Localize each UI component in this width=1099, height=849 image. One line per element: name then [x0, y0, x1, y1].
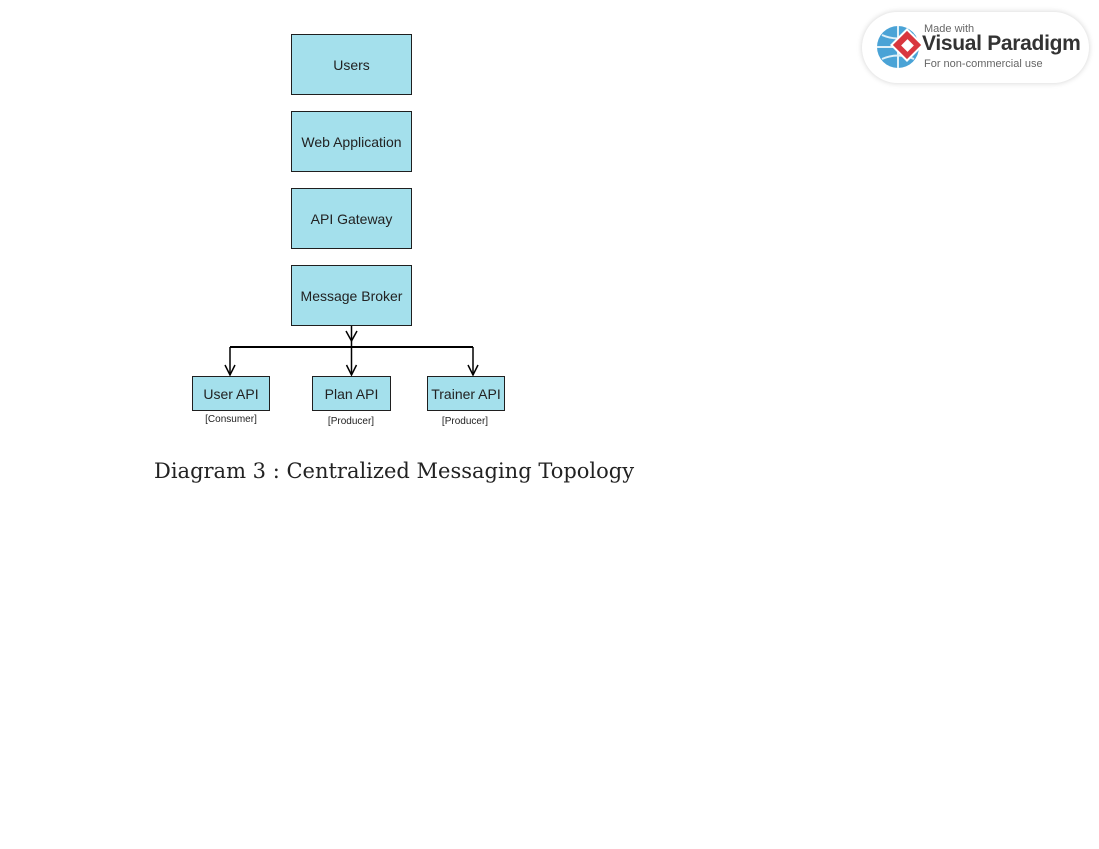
- badge-made-with: Made with: [924, 23, 975, 35]
- node-user-api-label: User API: [203, 385, 259, 402]
- arrow-head-plan-api: [345, 364, 358, 377]
- arrow-head-trainer-api: [467, 364, 479, 377]
- node-users: Users: [291, 34, 412, 95]
- node-user-api: User API: [192, 376, 270, 411]
- node-message-broker: Message Broker: [291, 265, 412, 326]
- node-trainer-api: Trainer API: [427, 376, 505, 411]
- arrow-head-user-api: [224, 364, 236, 377]
- visual-paradigm-logo-icon: [877, 26, 924, 68]
- node-web-application: Web Application: [291, 111, 412, 172]
- arrow-head-broker: [345, 330, 358, 343]
- badge-brand: Visual Paradigm: [922, 32, 1081, 55]
- node-trainer-api-label: Trainer API: [431, 385, 501, 402]
- visual-paradigm-badge: Made with Visual Paradigm For non-commer…: [862, 12, 1089, 83]
- node-users-label: Users: [333, 56, 370, 73]
- diagram-caption: Diagram 3 : Centralized Messaging Topolo…: [154, 459, 635, 483]
- stereotype-trainer-api: [Producer]: [441, 416, 489, 427]
- node-api-gateway-label: API Gateway: [310, 210, 393, 227]
- stereotype-plan-api: [Producer]: [327, 416, 375, 427]
- stereotype-user-api: [Consumer]: [205, 414, 257, 425]
- node-plan-api-label: Plan API: [324, 385, 379, 402]
- badge-note: For non-commercial use: [924, 58, 1043, 70]
- node-plan-api: Plan API: [312, 376, 391, 411]
- node-web-application-label: Web Application: [301, 133, 402, 150]
- node-api-gateway: API Gateway: [291, 188, 412, 249]
- node-message-broker-label: Message Broker: [300, 287, 403, 304]
